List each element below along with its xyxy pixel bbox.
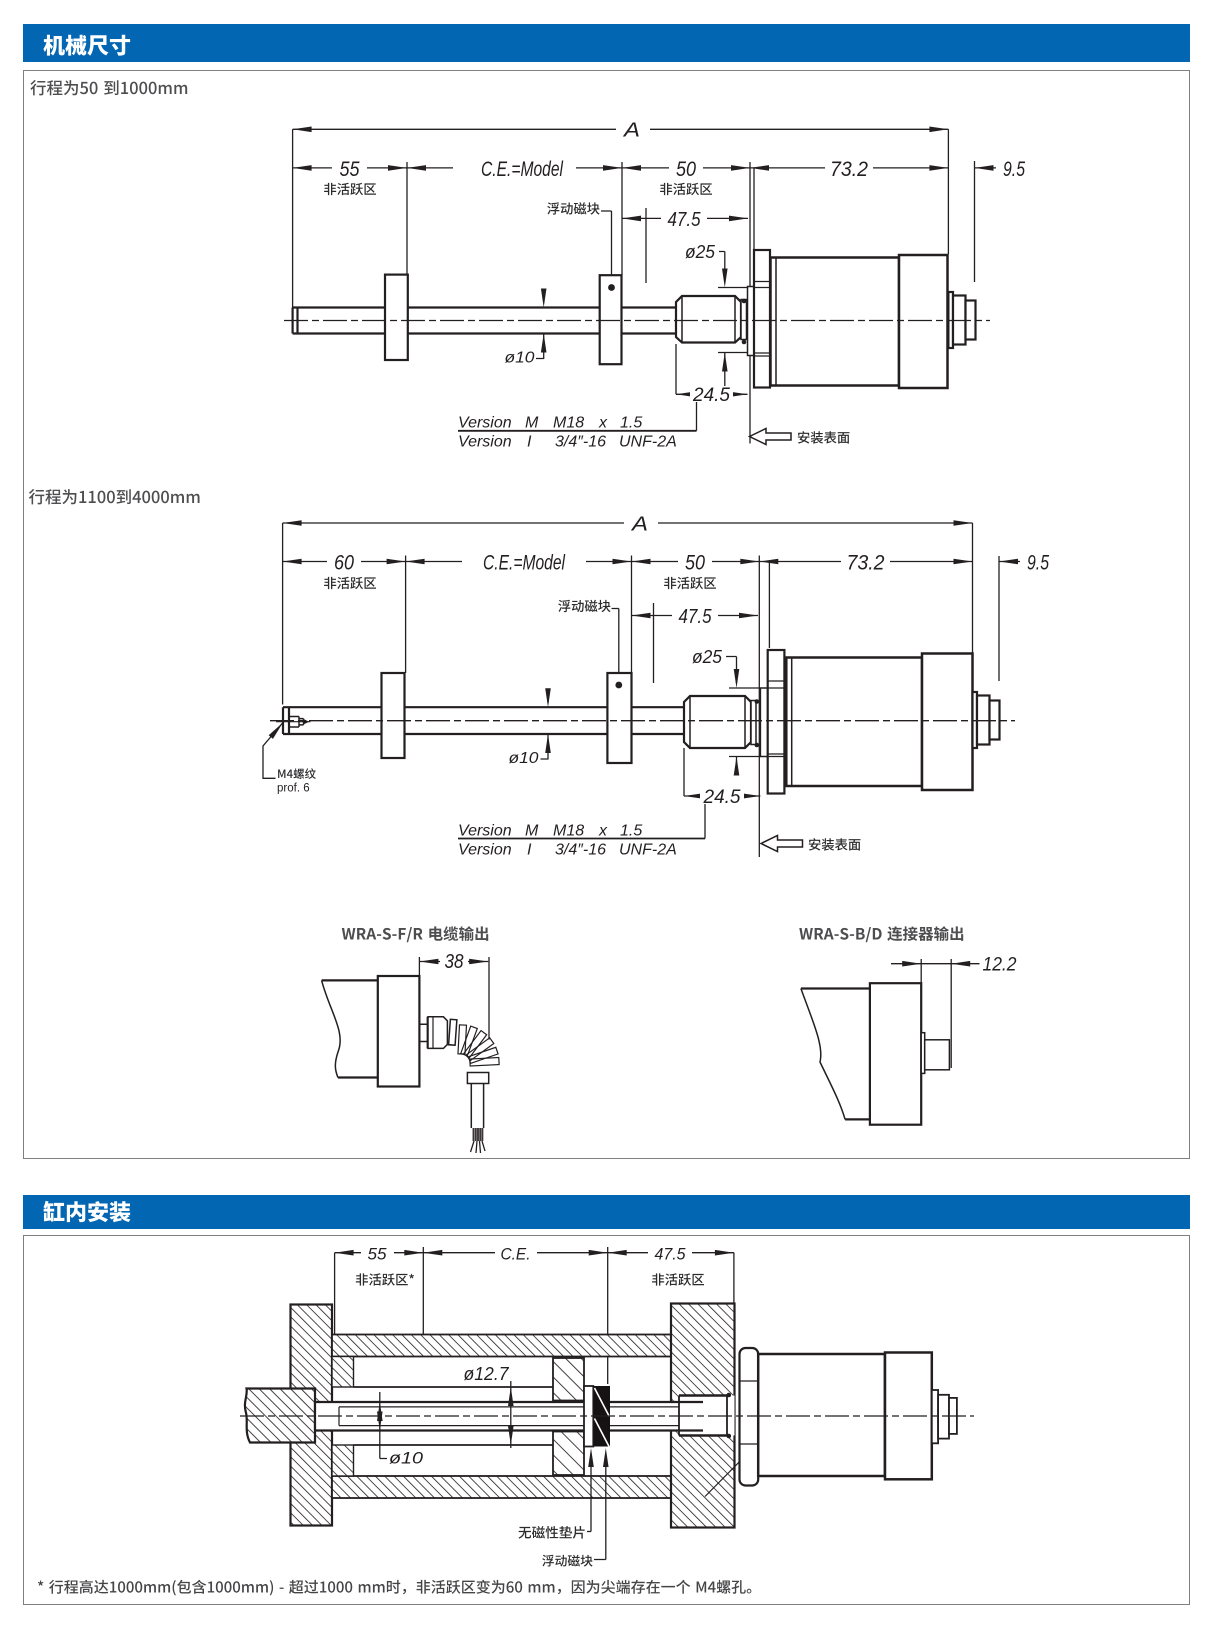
svg-text:73.2: 73.2 [830, 157, 868, 181]
svg-text:UNF-2A: UNF-2A [619, 434, 677, 451]
svg-text:55: 55 [368, 1246, 388, 1264]
svg-text:3/4″-16: 3/4″-16 [555, 842, 606, 859]
svg-text:M: M [525, 823, 539, 840]
svg-text:M18: M18 [553, 823, 584, 840]
svg-text:ø10: ø10 [389, 1450, 424, 1468]
svg-text:I: I [527, 434, 532, 451]
svg-text:C.E.=Model: C.E.=Model [483, 551, 566, 575]
svg-text:x: x [598, 823, 608, 840]
svg-text:ø25: ø25 [692, 647, 723, 667]
svg-text:47.5: 47.5 [679, 606, 713, 628]
svg-text:50: 50 [685, 551, 705, 575]
svg-text:C.E.: C.E. [501, 1246, 531, 1264]
svg-text:47.5: 47.5 [655, 1246, 687, 1264]
svg-text:UNF-2A: UNF-2A [619, 842, 677, 859]
svg-text:9.5: 9.5 [1003, 157, 1026, 181]
svg-text:9.5: 9.5 [1027, 551, 1050, 575]
svg-text:C.E.=Model: C.E.=Model [481, 157, 564, 181]
svg-text:Version: Version [458, 842, 512, 859]
svg-text:ø10: ø10 [505, 350, 535, 367]
svg-text:ø12.7: ø12.7 [464, 1364, 510, 1384]
svg-text:ø10: ø10 [509, 750, 539, 767]
svg-text:3/4″-16: 3/4″-16 [555, 434, 606, 451]
svg-text:ø25: ø25 [685, 242, 716, 262]
svg-text:Version: Version [458, 415, 512, 432]
svg-text:A: A [631, 514, 648, 536]
svg-text:x: x [598, 415, 608, 432]
svg-text:12.2: 12.2 [983, 955, 1017, 976]
svg-text:Version: Version [458, 434, 512, 451]
svg-text:55: 55 [340, 157, 361, 181]
svg-text:73.2: 73.2 [847, 551, 885, 575]
svg-text:47.5: 47.5 [668, 209, 702, 231]
svg-text:A: A [623, 120, 640, 142]
svg-text:prof. 6: prof. 6 [277, 783, 310, 795]
svg-text:24.5: 24.5 [692, 385, 730, 406]
svg-text:60: 60 [334, 551, 354, 575]
svg-text:38: 38 [445, 951, 464, 973]
svg-text:1.5: 1.5 [620, 823, 642, 840]
svg-text:M: M [525, 415, 539, 432]
svg-text:I: I [527, 842, 532, 859]
svg-text:50: 50 [676, 157, 696, 181]
svg-text:24.5: 24.5 [702, 787, 740, 808]
svg-text:1.5: 1.5 [620, 415, 642, 432]
svg-text:M18: M18 [553, 415, 584, 432]
svg-text:Version: Version [458, 823, 512, 840]
